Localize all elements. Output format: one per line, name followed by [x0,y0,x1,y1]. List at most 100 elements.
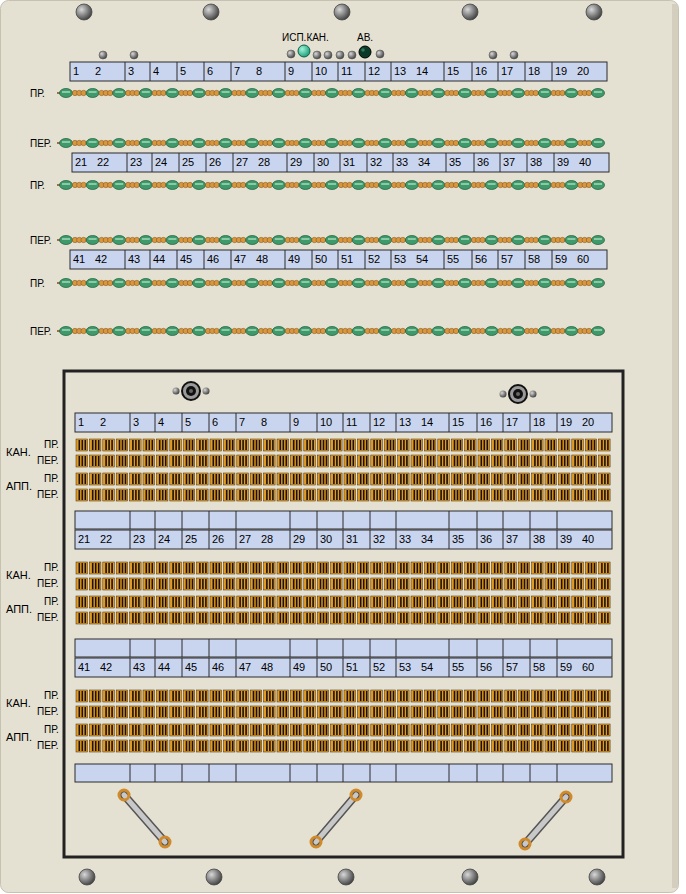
terminal-block [89,578,101,590]
terminal-stripe [534,563,536,573]
terminal-stripe [132,440,134,450]
cable-bead-orange [480,182,485,187]
cable-bead-stripe [89,183,97,184]
terminal-block [183,489,195,501]
cable-bead-orange [320,237,325,242]
terminal-stripe [162,563,164,573]
terminal-stripe [309,456,311,466]
terminal-stripe [414,456,416,466]
terminal-block [344,473,356,485]
terminal-stripe [379,456,381,466]
terminal-stripe [216,456,218,466]
terminal-stripe [272,456,274,466]
cable-bead-stripe [355,238,363,239]
terminal-block [250,596,262,608]
terminal-block [89,562,101,574]
terminal-stripe [443,456,445,466]
cable-bead-orange [533,182,538,187]
cable-bead-green [565,181,578,190]
terminal-stripe [350,456,352,466]
cable-bead-green [113,89,126,98]
terminal-block [451,489,463,501]
terminal-stripe [360,490,362,500]
terminal-stripe [524,490,526,500]
cable-bead-green [538,181,551,190]
terminal-stripe [293,613,295,623]
strip-divider [370,511,371,529]
terminal-block [344,612,356,624]
terminal-block [357,578,369,590]
panel-screw [589,869,605,885]
terminal-stripe [417,474,419,484]
terminal-stripe [430,456,432,466]
terminal-stripe [360,456,362,466]
terminal-stripe [363,597,365,607]
cable-bead-green [512,279,525,288]
cable-bead-orange [241,90,246,95]
cable-bead-orange [320,90,325,95]
terminal-stripe [296,474,298,484]
terminal-stripe [527,456,529,466]
strip-divider [343,413,344,432]
cable-bead-green [113,279,126,288]
cable-bead-stripe [461,238,469,239]
cable-bead-green [272,139,285,148]
strip-divider [525,250,526,269]
terminal-stripe [393,456,395,466]
terminal-block [76,439,88,451]
terminal-stripe [326,490,328,500]
terminal-stripe [510,490,512,500]
terminal-stripe [326,579,328,589]
strip-divider [236,511,237,529]
terminal-stripe [146,474,148,484]
terminal-block [572,489,584,501]
terminal-stripe [229,456,231,466]
cable-bead-stripe [168,183,176,184]
terminal-stripe [122,440,124,450]
terminal-stripe [159,474,161,484]
terminal-stripe [95,474,97,484]
cable-bead-stripe [142,238,150,239]
terminal-block [451,562,463,574]
terminal-stripe [390,456,392,466]
terminal-stripe [205,474,207,484]
cable-bead-green [193,279,206,288]
cable-bead-orange [214,237,219,242]
cable-bead-stripe [301,141,309,142]
cable-bead-green [459,327,472,336]
terminal-block [545,489,557,501]
terminal-block [451,455,463,467]
terminal-block [599,455,611,467]
terminal-stripe [540,563,542,573]
terminal-stripe [494,597,496,607]
terminal-block [478,596,490,608]
terminal-block [183,473,195,485]
terminal-stripe [135,597,137,607]
cable-bead-orange [161,237,166,242]
terminal-stripe [390,613,392,623]
terminal-stripe [132,474,134,484]
cable-bead-stripe [301,281,309,282]
cable-bead-green [379,279,392,288]
terminal-stripe [306,456,308,466]
terminal-block [197,473,209,485]
terminal-stripe [85,613,87,623]
terminal-stripe [79,613,81,623]
terminal-stripe [286,563,288,573]
terminal-block [465,455,477,467]
terminal-stripe [213,440,215,450]
strip-divider [290,530,291,549]
terminal-stripe [132,456,134,466]
terminal-stripe [82,474,84,484]
terminal-stripe [497,563,499,573]
cable-bead-green [459,181,472,190]
terminal-stripe [376,613,378,623]
terminal-stripe [306,474,308,484]
terminal-stripe [366,579,368,589]
terminal-stripe [239,456,241,466]
terminal-block [491,596,503,608]
number-strip [70,250,607,269]
cable-bead-stripe [168,281,176,282]
terminal-stripe [259,579,261,589]
terminal-stripe [239,490,241,500]
